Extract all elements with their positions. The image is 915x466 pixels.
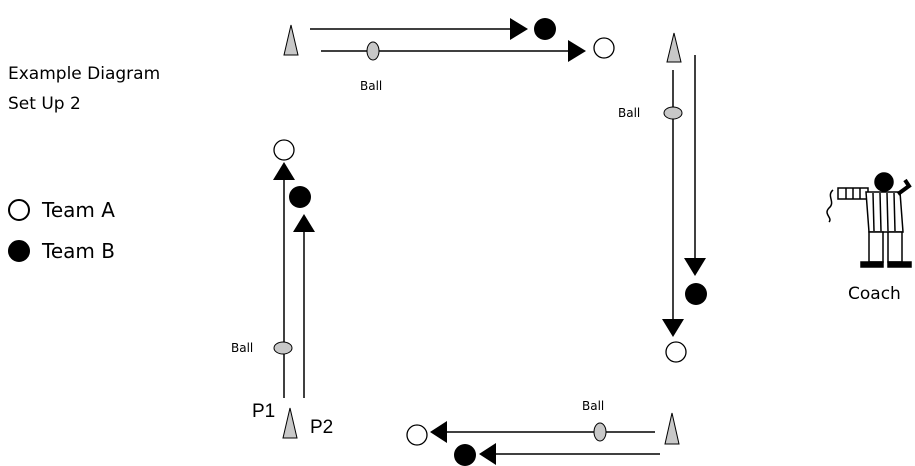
cone-icon <box>282 407 298 439</box>
open-circle-icon <box>8 199 30 221</box>
ball-icon <box>593 422 607 442</box>
legend-label-team-b: Team B <box>42 239 115 263</box>
cone-icon <box>664 412 680 445</box>
cone-icon <box>666 32 682 63</box>
team-a-player <box>406 424 428 446</box>
ball-label-right: Ball <box>618 106 641 120</box>
ball-label-bottom: Ball <box>582 399 605 413</box>
arrowhead-icon <box>430 421 447 443</box>
team-b-player <box>685 283 707 305</box>
player-label-p2: P2 <box>310 417 334 438</box>
team-a-player <box>593 37 615 59</box>
team-b-player <box>454 444 476 466</box>
player-label-p1: P1 <box>252 401 276 422</box>
legend-label-team-a: Team A <box>42 198 115 222</box>
legend-item-team-b: Team B <box>8 238 115 264</box>
ball-label-left: Ball <box>231 341 254 355</box>
arrowhead-icon <box>273 162 295 180</box>
ball-icon <box>273 341 293 355</box>
coach-label: Coach <box>848 284 901 304</box>
arrowhead-icon <box>568 40 586 62</box>
arrowhead-icon <box>479 443 496 465</box>
ball-icon <box>663 106 683 120</box>
team-a-player <box>273 139 295 161</box>
arrowhead-icon <box>510 18 528 40</box>
arrowhead-icon <box>662 319 684 337</box>
diagram-title-line1: Example Diagram <box>8 64 161 84</box>
team-b-player <box>289 186 311 208</box>
arrowhead-icon <box>293 214 315 232</box>
legend-item-team-a: Team A <box>8 197 115 223</box>
ball-label-top: Ball <box>360 79 383 93</box>
coach-icon <box>826 172 912 268</box>
team-a-player <box>665 341 687 363</box>
filled-circle-icon <box>8 240 30 262</box>
cone-icon <box>283 24 299 56</box>
ball-icon <box>366 41 380 61</box>
team-b-player <box>534 18 556 40</box>
arrowhead-icon <box>684 258 706 276</box>
diagram-title-line2: Set Up 2 <box>8 94 81 114</box>
